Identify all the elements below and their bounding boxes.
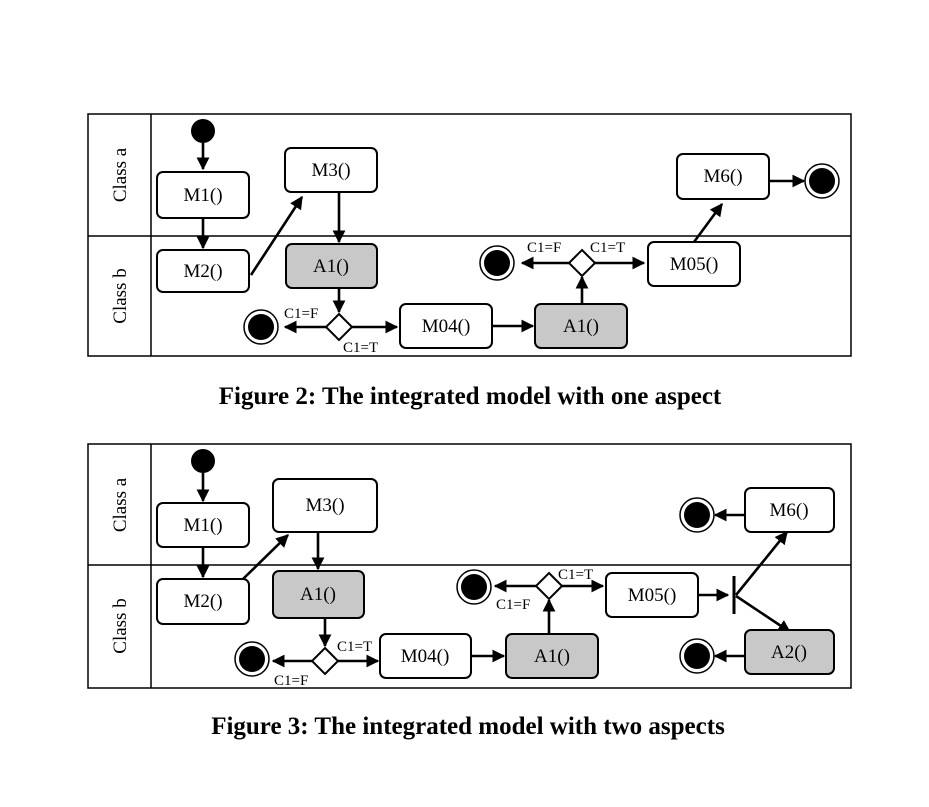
fig3-decision-2 xyxy=(534,571,564,601)
fig2-lane-class-a: Class a xyxy=(110,147,131,202)
fig3-m3-label: M3() xyxy=(305,495,344,516)
fig3-final-node-4-core xyxy=(684,643,710,669)
fig2-cond-false-1: C1=F xyxy=(284,306,318,322)
fig3-cond-true-2: C1=T xyxy=(558,567,593,583)
fig2-cond-true-1: C1=T xyxy=(343,340,378,356)
fig3-edge-fork-m6 xyxy=(734,530,789,596)
fig2-m6-node: M6() xyxy=(676,153,770,200)
fig3-m1-label: M1() xyxy=(183,515,222,536)
fig3-m3-node: M3() xyxy=(272,478,378,533)
fig2-final-node-3-core xyxy=(809,168,835,194)
fig2-edge-m05-m6 xyxy=(692,202,724,243)
fig2-m04-node: M04() xyxy=(399,303,493,349)
fig3-caption: Figure 3: The integrated model with two … xyxy=(211,713,725,740)
fig3-edge-fork-a2 xyxy=(735,594,792,634)
fig2-decision-1 xyxy=(324,312,354,342)
fig3-a1-first-label: A1() xyxy=(300,584,336,605)
fig3-m6-label: M6() xyxy=(769,500,808,521)
fig2-cond-false-2: C1=F xyxy=(527,240,561,256)
fig2-m3-node: M3() xyxy=(284,147,378,193)
fig3-m04-node: M04() xyxy=(379,633,472,679)
figure-2: Class a Class b M1() M2() M3() A1() xyxy=(87,113,852,410)
fig3-final-node-3-core xyxy=(684,502,710,528)
fig2-a1-first-label: A1() xyxy=(313,256,349,277)
fig3-m1-node: M1() xyxy=(156,502,250,548)
fig3-cond-false-2: C1=F xyxy=(496,597,530,613)
fig3-edge-m2-m3 xyxy=(242,534,289,580)
fig3-a1-first-node: A1() xyxy=(272,570,365,619)
fig2-m1-label: M1() xyxy=(183,185,222,206)
fig3-lane-class-b: Class b xyxy=(110,598,131,653)
fig2-frame xyxy=(87,113,852,357)
fig3-m2-label: M2() xyxy=(183,591,222,612)
fig2-m6-label: M6() xyxy=(703,166,742,187)
fig3-m04-label: M04() xyxy=(401,646,450,667)
fig2-m05-node: M05() xyxy=(647,241,741,287)
fig2-m3-label: M3() xyxy=(311,160,350,181)
fig3-final-node-2-core xyxy=(461,574,487,600)
fig2-edge-m2-m3 xyxy=(249,195,304,276)
fig3-a1-second-label: A1() xyxy=(534,646,570,667)
fig2-m04-label: M04() xyxy=(422,316,471,337)
fig2-a1-second-label: A1() xyxy=(563,316,599,337)
fig3-a2-label: A2() xyxy=(771,642,807,663)
fig2-cond-true-2: C1=T xyxy=(590,240,625,256)
fig3-cond-true-1: C1=T xyxy=(337,639,372,655)
fig3-a1-second-node: A1() xyxy=(505,633,599,679)
fig3-decision-1 xyxy=(310,646,340,676)
fig2-a1-first-node: A1() xyxy=(285,243,378,289)
fig2-m1-node: M1() xyxy=(156,171,250,219)
fig2-a1-second-node: A1() xyxy=(534,303,628,349)
fig2-final-node-1-core xyxy=(248,314,274,340)
fig2-m2-label: M2() xyxy=(183,261,222,282)
fig3-frame xyxy=(87,443,852,689)
fig2-m05-label: M05() xyxy=(670,254,719,275)
fig3-m2-node: M2() xyxy=(156,578,250,625)
fig2-m2-node: M2() xyxy=(156,249,250,293)
figure-3: Class a Class b M1() M2() M3() A1() xyxy=(87,443,852,740)
fig3-lane-class-a: Class a xyxy=(110,477,131,532)
fig2-caption: Figure 2: The integrated model with one … xyxy=(219,383,722,410)
fig2-final-node-2-core xyxy=(484,250,510,276)
fig2-lane-class-b: Class b xyxy=(110,268,131,323)
fig3-cond-false-1: C1=F xyxy=(274,673,308,689)
fig3-a2-node: A2() xyxy=(744,629,835,675)
fig3-final-node-1-core xyxy=(239,646,265,672)
fig2-decision-2 xyxy=(567,248,597,278)
fig3-m05-node: M05() xyxy=(605,572,699,618)
fig3-m6-node: M6() xyxy=(744,487,835,533)
fig2-initial-node xyxy=(191,119,215,143)
fig3-m05-label: M05() xyxy=(628,585,677,606)
fig3-initial-node xyxy=(191,449,215,473)
